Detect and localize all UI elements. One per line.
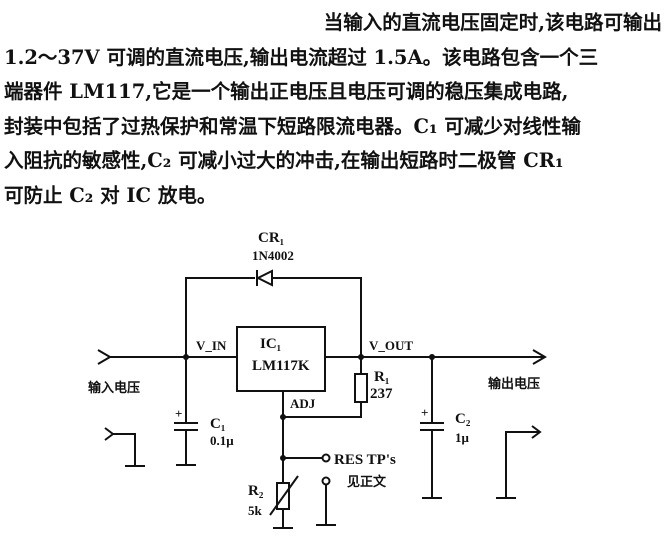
r1-value-label: 237 [370, 386, 393, 402]
junction-dot [280, 455, 286, 461]
junction-dot [280, 414, 286, 420]
output-voltage-label: 输出电压 [488, 376, 540, 392]
paragraph-line: 入阻抗的敏感性,C₂ 可减小过大的冲击,在输出短路时二极管 CR₁ [4, 149, 564, 172]
variable-arrow-icon [269, 475, 299, 516]
diode-cr1 [255, 269, 273, 287]
vout-label: V_OUT [369, 338, 413, 353]
adj-wire [273, 391, 322, 529]
r1-wire [283, 357, 362, 418]
vin-label: V_IN [196, 338, 227, 353]
c1-plus-sign: + [175, 406, 182, 421]
paragraph-line: 可防止 C₂ 对 IC 放电。 [4, 183, 217, 207]
r2-ref-label: R₂ [248, 483, 264, 499]
test-point-ground [316, 485, 336, 526]
ic-lm117k [236, 326, 326, 392]
paragraph-line: 端器件 LM117,它是一个输出正电压且电压可调的稳压集成电路, [4, 80, 569, 103]
c2-value-label: 1μ [455, 430, 470, 445]
test-point-label: RES TP's [334, 452, 396, 468]
ic-ref-label: IC₁ [260, 336, 281, 352]
input-terminal [97, 349, 237, 365]
output-ground-terminal [496, 425, 542, 499]
r1-ref-label: R₁ [374, 369, 389, 385]
capacitor-c1 [174, 357, 198, 466]
c2-ref-label: C₂ [455, 411, 471, 427]
paragraph-line: 当输入的直流电压固定时,该电路可输出 [323, 11, 662, 34]
description-paragraph: 当输入的直流电压固定时,该电路可输出 1.2～37V 可调的直流电压,输出电流超… [4, 6, 666, 213]
ic-part-label: LM117K [252, 358, 310, 374]
input-ground-terminal [104, 427, 145, 467]
resistor-r1 [354, 373, 368, 403]
c1-ref-label: C₁ [210, 416, 225, 432]
diode-part-label: 1N4002 [252, 248, 294, 263]
r2-value-label: 5k [248, 503, 263, 518]
paragraph-line: 1.2～37V 可调的直流电压,输出电流超过 1.5A。该电路包含一个三 [4, 45, 599, 69]
test-point-terminal [321, 453, 331, 463]
input-voltage-label: 输入电压 [88, 380, 140, 396]
diode-ref-label: CR₁ [258, 230, 284, 246]
adj-label: ADJ [290, 396, 316, 411]
c1-value-label: 0.1μ [210, 433, 234, 448]
test-point-terminal [321, 476, 331, 486]
feedback-wire [185, 277, 362, 357]
paragraph-line: 封装中包括了过热保护和常温下短路限流电器。C₁ 可减少对线性输 [4, 114, 581, 138]
capacitor-c2 [420, 357, 444, 499]
test-point-note: 见正文 [347, 474, 387, 490]
c2-plus-sign: + [421, 405, 428, 420]
